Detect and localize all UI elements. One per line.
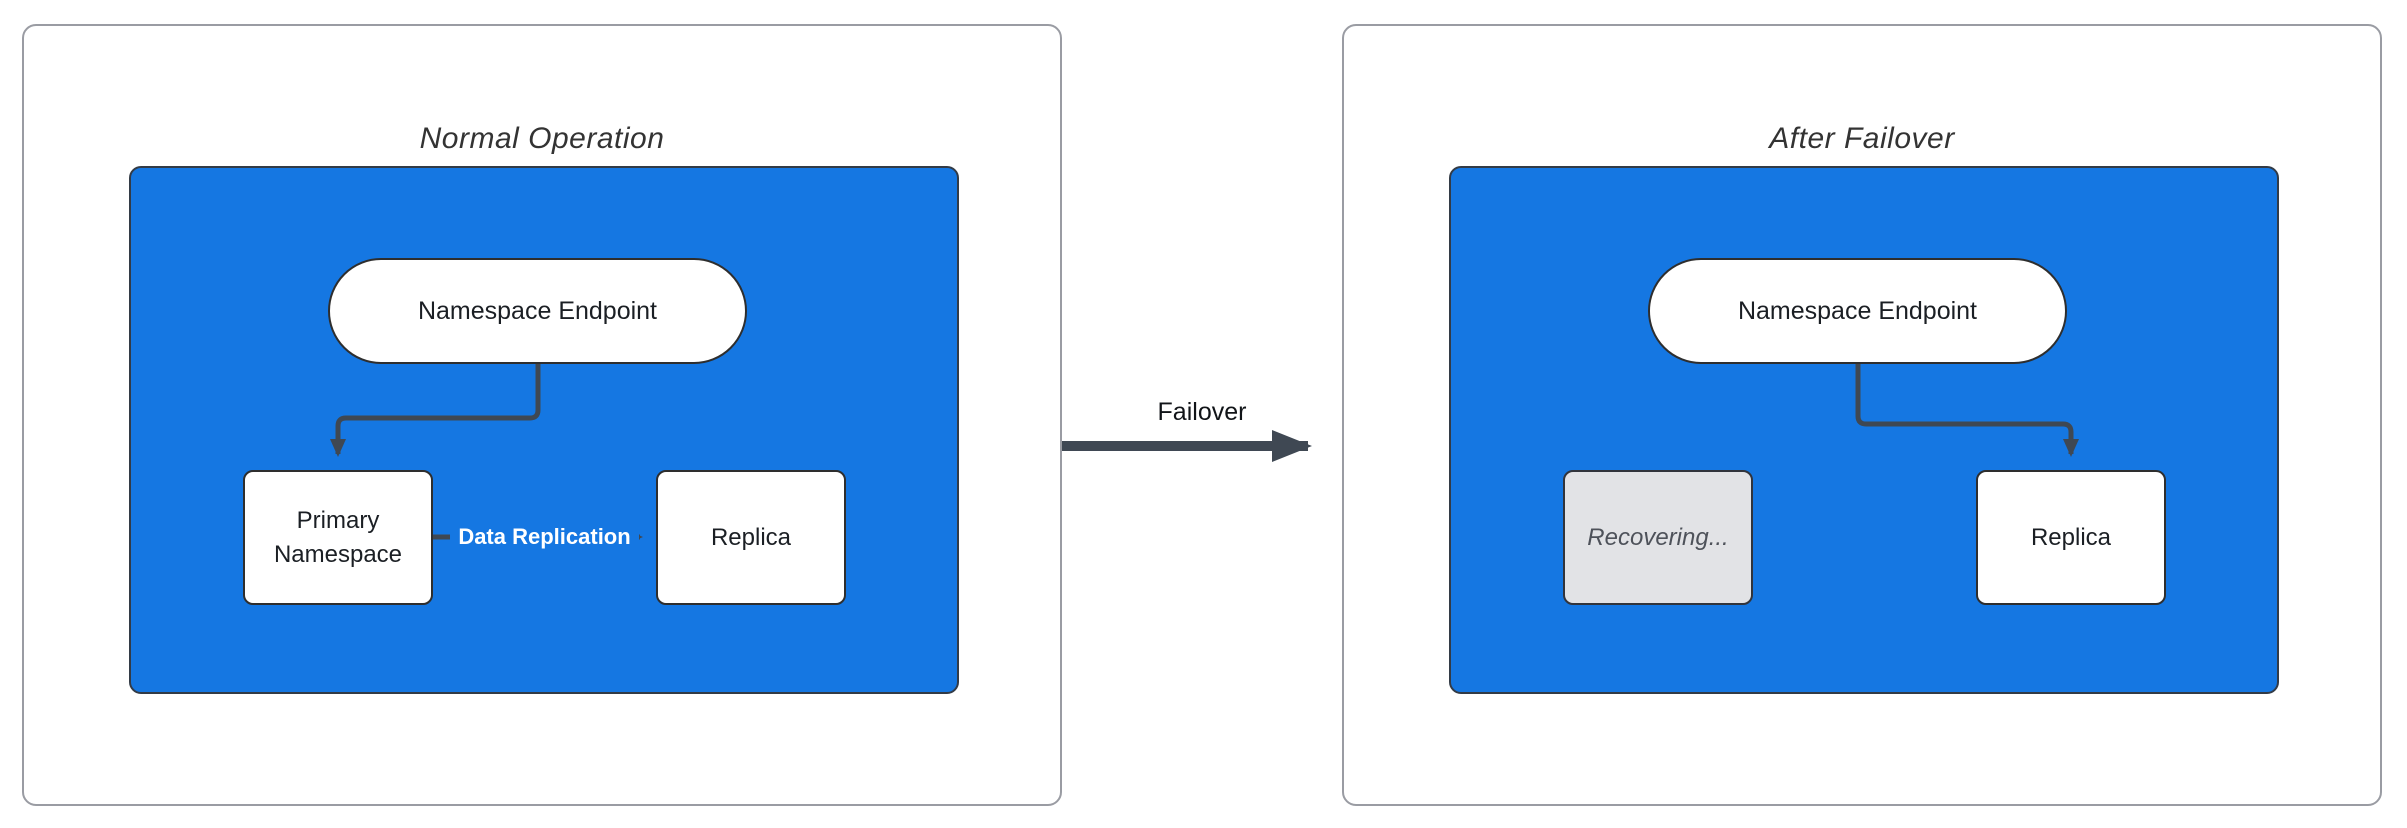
panel-title: Normal Operation (419, 122, 665, 155)
replica-label: Replica (710, 523, 792, 551)
panel-normal-operation: Normal Operation Namespace Endpoint Prim… (22, 24, 1062, 806)
failover-label: Failover (1157, 398, 1247, 426)
panel-title: After Failover (1769, 122, 1955, 155)
namespace-container (1449, 166, 2279, 694)
replica-node: Replica (1976, 470, 2166, 605)
namespace-endpoint-label: Namespace Endpoint (417, 297, 658, 325)
namespace-endpoint-node: Namespace Endpoint (1648, 258, 2067, 364)
primary-namespace-node: Primary Namespace (243, 470, 433, 605)
namespace-container (129, 166, 959, 694)
panel-after-failover: After Failover Namespace Endpoint Recove… (1342, 24, 2382, 806)
recovering-label: Recovering... (1587, 523, 1729, 551)
namespace-endpoint-label: Namespace Endpoint (1737, 297, 1978, 325)
failover-arrow (1062, 430, 1312, 462)
primary-namespace-label: Primary Namespace (273, 506, 403, 568)
replica-node: Replica (656, 470, 846, 605)
namespace-endpoint-node: Namespace Endpoint (328, 258, 747, 364)
replica-label: Replica (2030, 523, 2112, 551)
recovering-node: Recovering... (1563, 470, 1753, 605)
